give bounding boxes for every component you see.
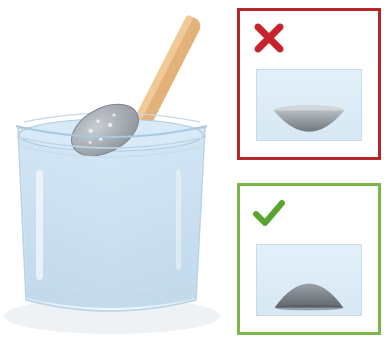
glass-highlight — [36, 170, 43, 280]
glass-with-spoon-illustration — [0, 0, 235, 343]
wrong-example-view — [256, 69, 362, 141]
spoon-bowl-face-up-icon — [257, 70, 361, 140]
checkmark-icon — [252, 196, 286, 230]
correct-example-panel — [237, 183, 381, 335]
correct-example-view — [256, 244, 362, 316]
spoon-bowl-face-down-icon — [257, 245, 361, 315]
wrong-example-panel — [237, 8, 381, 160]
cross-icon — [252, 21, 286, 55]
water — [20, 135, 203, 308]
